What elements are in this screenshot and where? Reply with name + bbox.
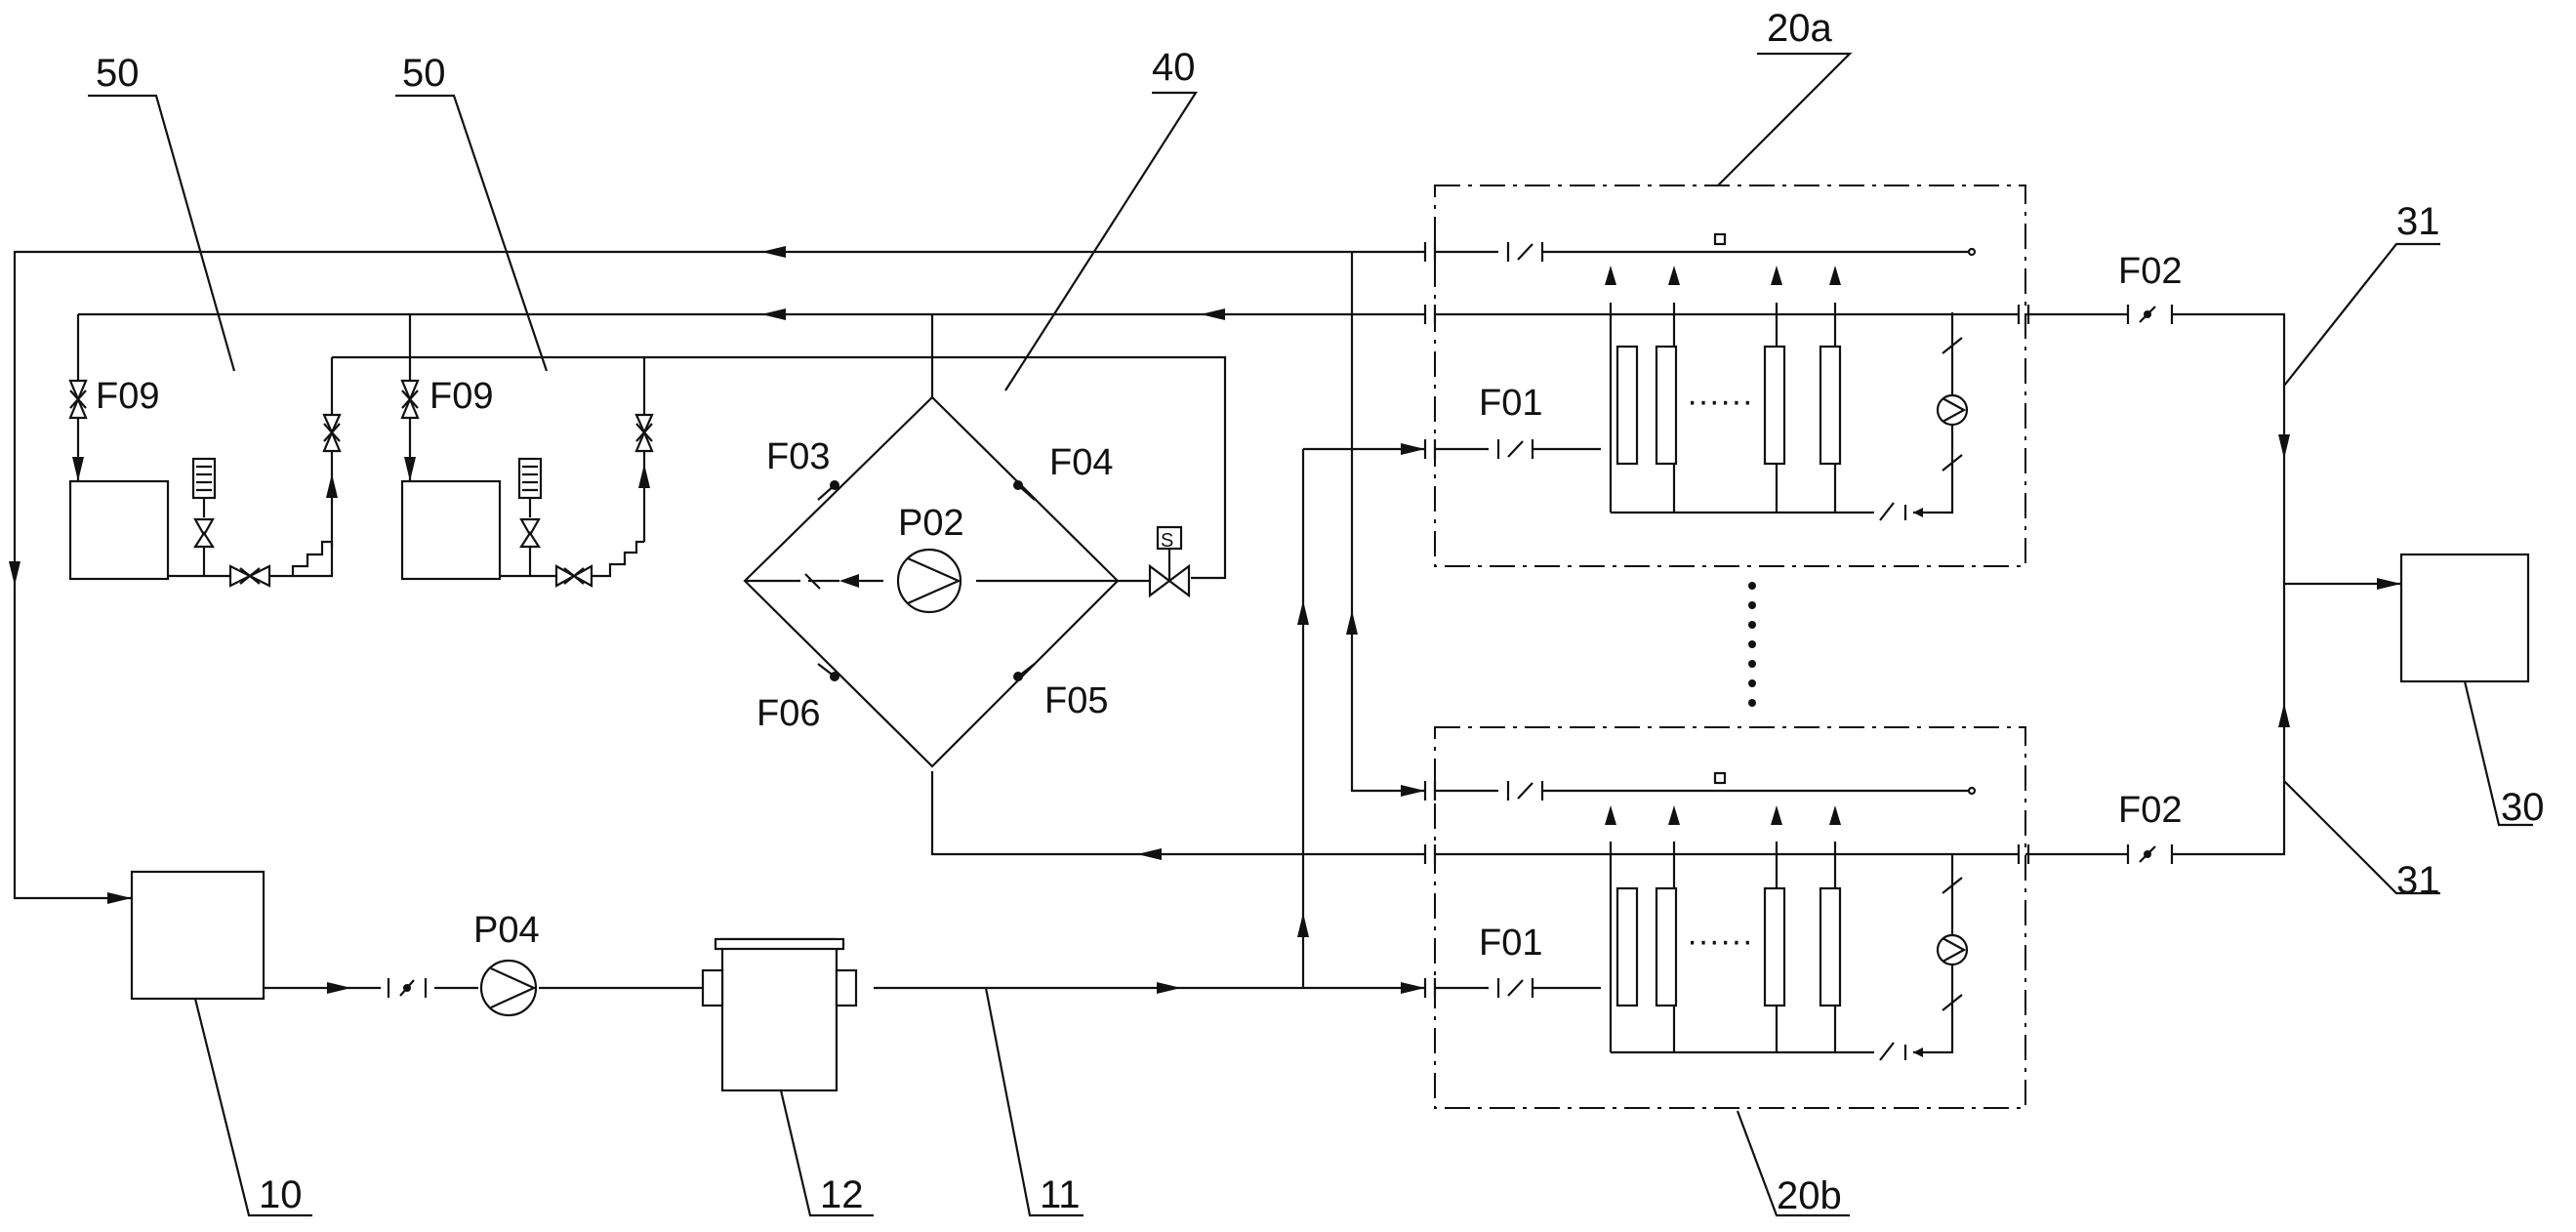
label-f02-bottom: F02 xyxy=(2118,790,2182,831)
dosing-unit-2 xyxy=(400,457,644,588)
flow-arrows xyxy=(9,246,2401,994)
leader-lines xyxy=(88,52,2533,1217)
label-f09-right: F09 xyxy=(429,376,493,417)
ellipsis-20a: ······ xyxy=(1687,383,1753,420)
ref-11: 11 xyxy=(1040,1173,1081,1216)
module-20b xyxy=(1423,726,2030,1109)
label-f03: F03 xyxy=(766,436,830,477)
label-f02-top: F02 xyxy=(2118,251,2182,292)
check-valve-f02-b xyxy=(2126,844,2174,864)
ellipsis-20b: ······ xyxy=(1687,923,1753,960)
module-20a xyxy=(1423,185,2030,567)
pump-p02 xyxy=(896,548,962,614)
ref-31-top: 31 xyxy=(2396,200,2440,243)
solenoid-valve xyxy=(1148,525,1191,598)
component-labels: F09 F09 F03 F04 F05 F06 P02 P04 F01 F01 … xyxy=(96,251,2182,964)
valve-f09-2 xyxy=(400,379,420,420)
label-f05: F05 xyxy=(1044,680,1108,721)
label-f01-top: F01 xyxy=(1479,383,1542,424)
pump-p04 xyxy=(479,959,538,1017)
label-f06: F06 xyxy=(756,693,820,734)
continuation-dots xyxy=(1748,582,1756,707)
label-p02: P02 xyxy=(898,503,964,544)
ref-40: 40 xyxy=(1152,46,1196,89)
check-valve-f02-a xyxy=(2126,305,2174,324)
valve-f09-1 xyxy=(68,379,88,420)
dosing-unit-1 xyxy=(68,457,334,588)
tank-30 xyxy=(2399,553,2530,683)
label-f04: F04 xyxy=(1049,442,1113,483)
ref-20a: 20a xyxy=(1767,7,1832,50)
valve-dose-1 xyxy=(322,413,342,453)
label-f01-bottom: F01 xyxy=(1479,923,1542,964)
ref-10: 10 xyxy=(259,1173,303,1216)
tank-10 xyxy=(130,870,266,1001)
ref-20b: 20b xyxy=(1777,1174,1842,1217)
ref-30: 30 xyxy=(2501,786,2545,829)
valve-dose-2 xyxy=(634,413,654,453)
ref-50-right: 50 xyxy=(402,52,446,95)
label-solenoid-s: S xyxy=(1161,530,1173,552)
filter-12 xyxy=(701,937,858,1092)
bridge-unit xyxy=(743,395,1152,768)
check-valve-p04-inlet xyxy=(387,978,428,998)
ref-50-left: 50 xyxy=(96,52,140,95)
label-f09-left: F09 xyxy=(96,376,159,417)
label-p04: P04 xyxy=(473,910,540,951)
ref-31-bottom: 31 xyxy=(2396,859,2440,902)
pipe-network xyxy=(13,250,2401,990)
ref-12: 12 xyxy=(820,1173,864,1216)
reference-numerals: 50 50 40 20a 20b 31 31 30 10 12 11 xyxy=(96,7,2545,1217)
